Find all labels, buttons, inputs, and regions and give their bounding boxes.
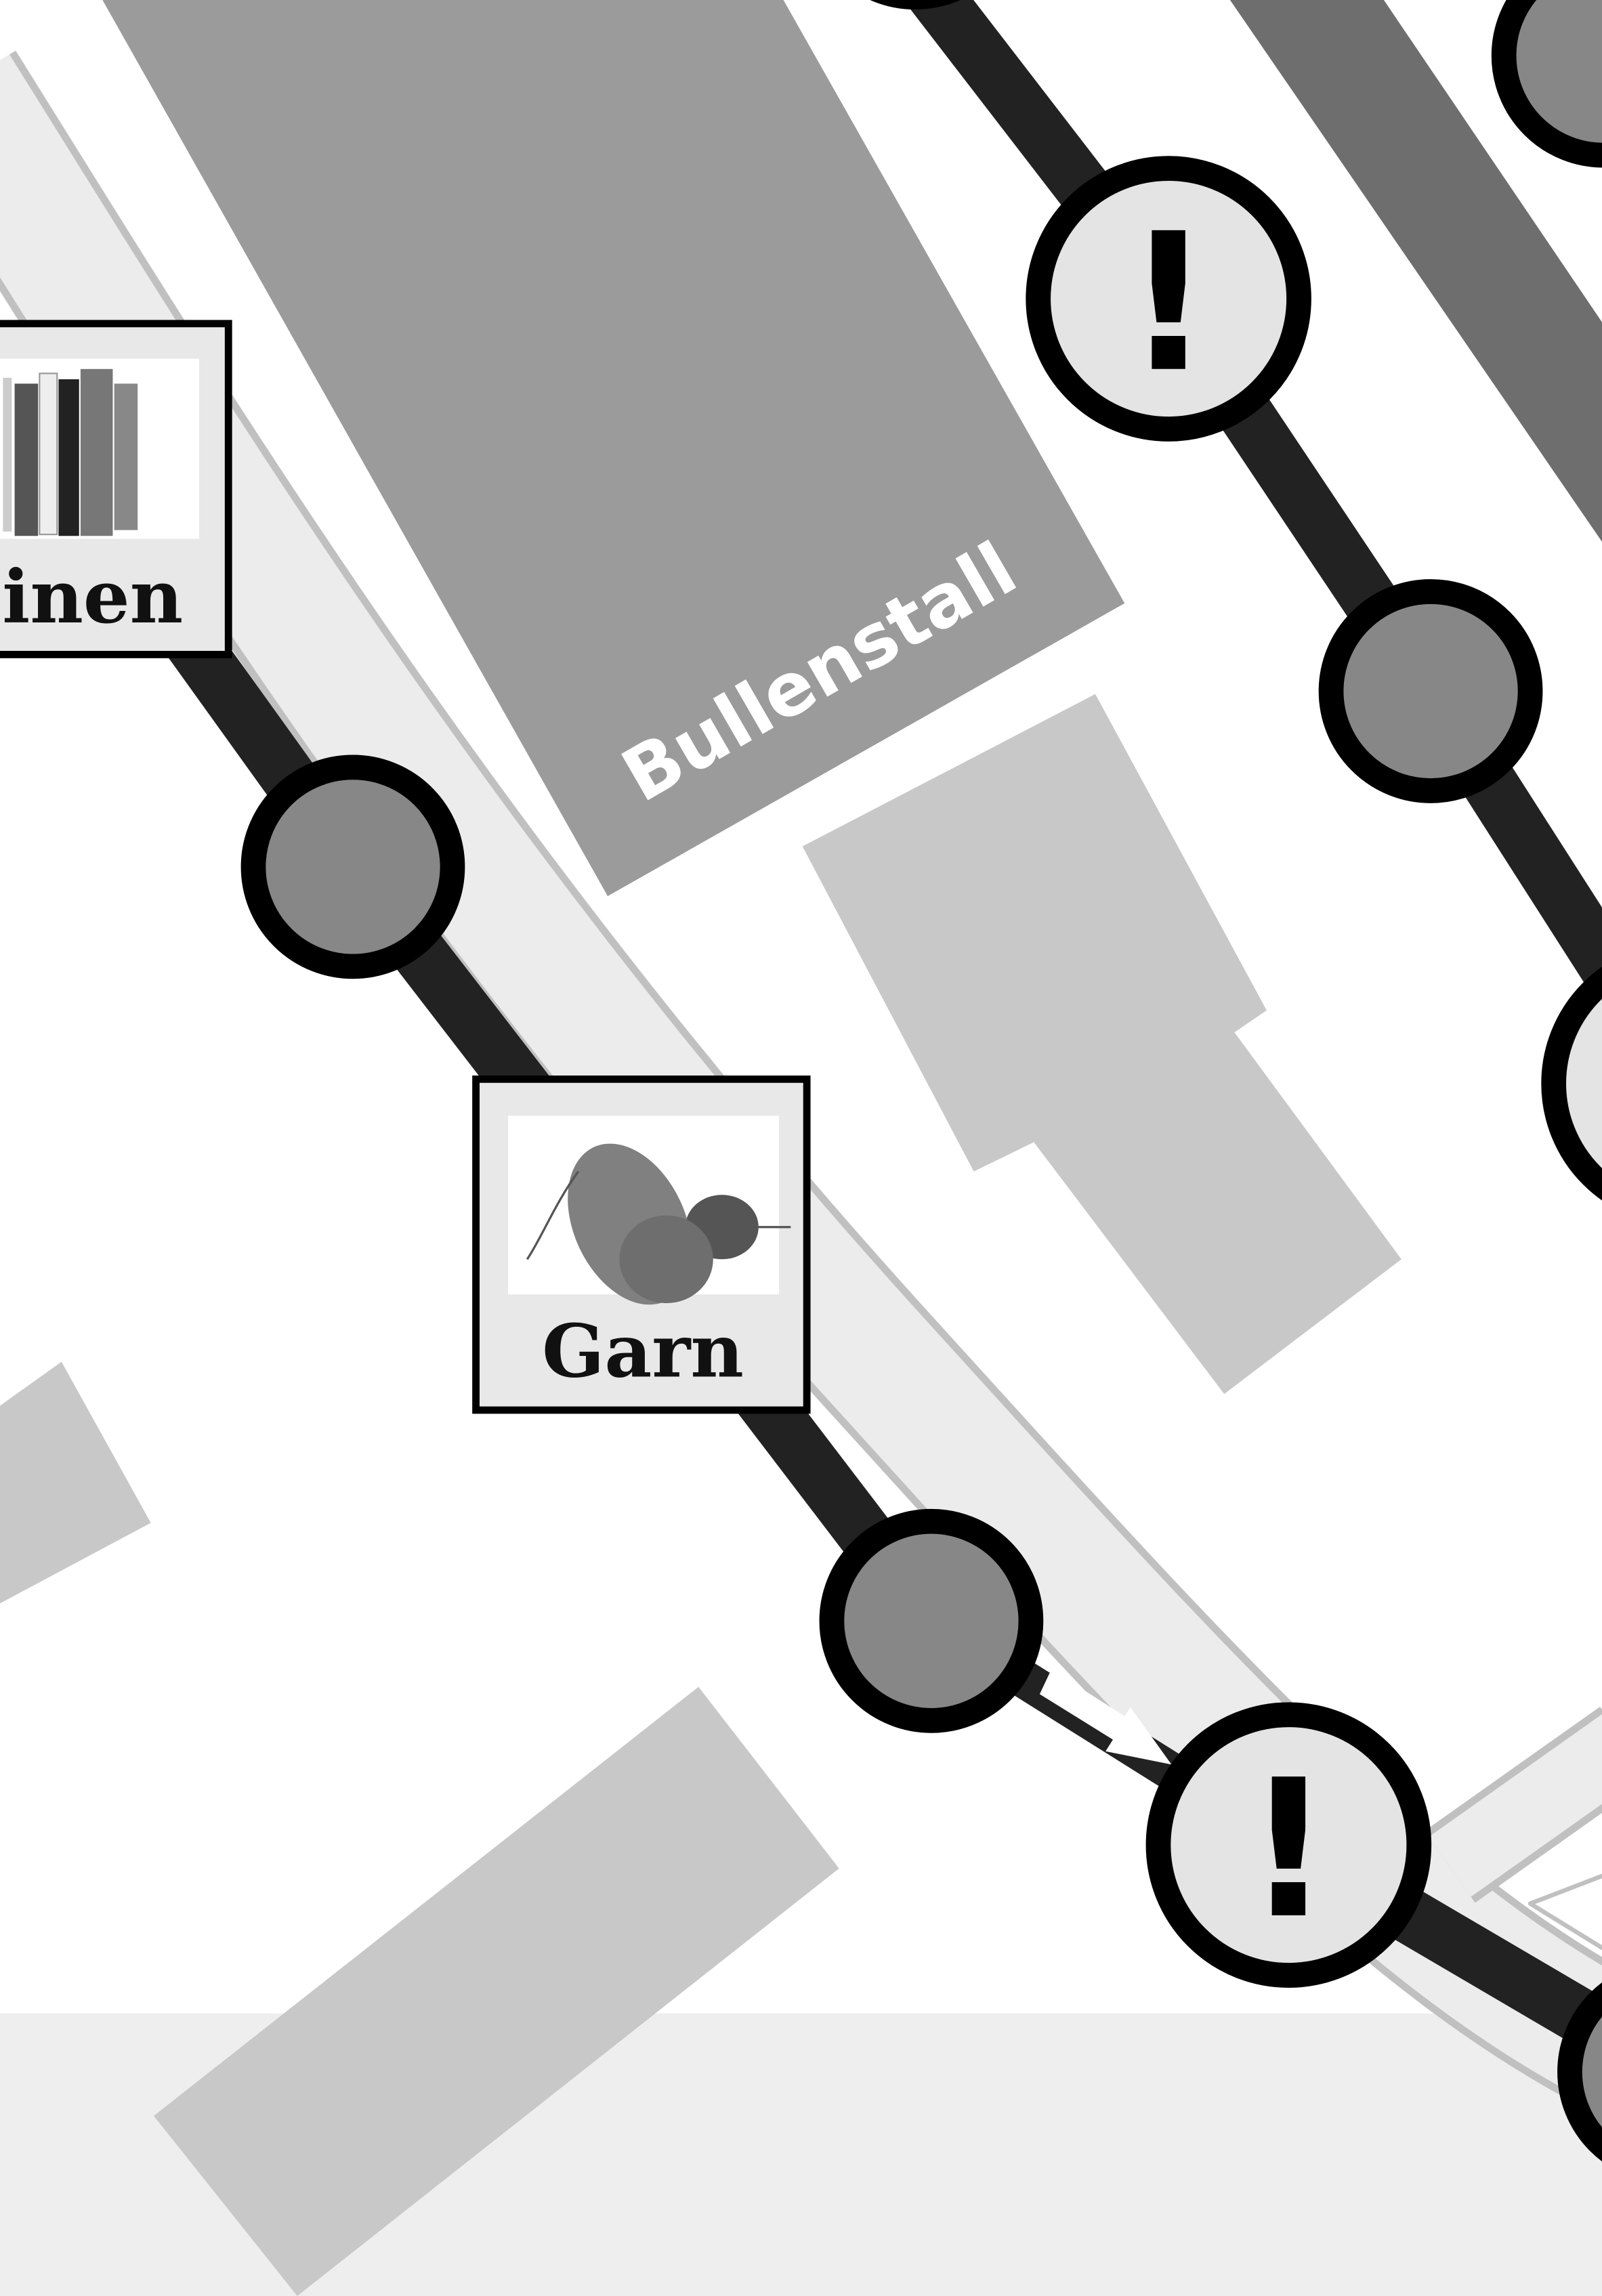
- event-space[interactable]: !: [1145, 1702, 1432, 1988]
- event-space[interactable]: !: [1026, 156, 1311, 442]
- building-small-left: [0, 1361, 151, 1604]
- building-light: [802, 694, 1401, 1395]
- building-bottom-left: [153, 1686, 839, 2296]
- tile-label-leinen: Leinen: [0, 555, 183, 640]
- direction-arrow-icon: [1039, 1669, 1172, 1765]
- space[interactable]: [819, 1508, 1044, 1733]
- space[interactable]: [1557, 1972, 1602, 2171]
- space[interactable]: [240, 754, 465, 979]
- yarn-icon: [526, 1143, 791, 1305]
- building-bullenstall: [102, 0, 1125, 897]
- exclamation-icon: !: [1245, 1739, 1332, 1961]
- event-space[interactable]: [1541, 953, 1602, 1214]
- track-upper: [903, 0, 1602, 1011]
- exclamation-icon: !: [1125, 193, 1212, 414]
- space[interactable]: [1318, 579, 1543, 803]
- fabric-rolls-icon: [3, 368, 138, 536]
- tile-leinen[interactable]: Leinen: [0, 320, 232, 658]
- tile-label-garn: Garn: [542, 1309, 744, 1394]
- space[interactable]: [1491, 0, 1602, 168]
- tile-garn[interactable]: Garn: [472, 1075, 811, 1414]
